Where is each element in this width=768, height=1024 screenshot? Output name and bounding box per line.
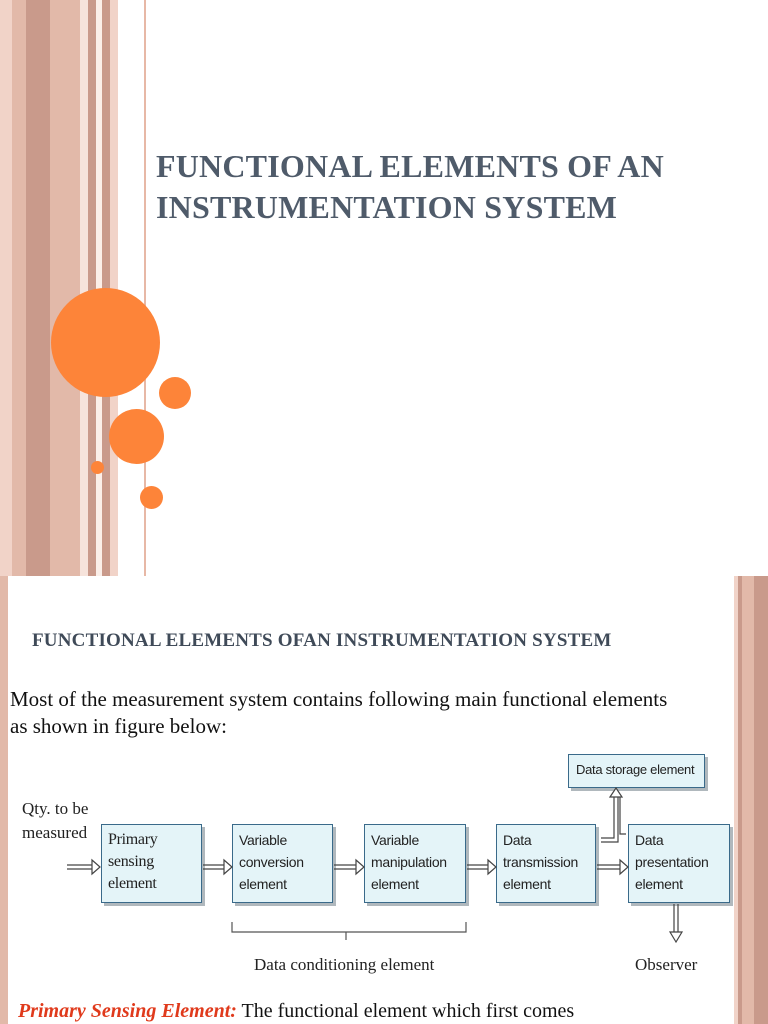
box-line: element xyxy=(635,876,683,892)
intro-line-2: as shown in figure below: xyxy=(10,714,227,738)
storage-branch xyxy=(601,786,624,843)
box-line: transmission xyxy=(503,854,578,870)
term-highlight: Primary Sensing Element: xyxy=(18,1000,237,1022)
conditioning-brace xyxy=(231,922,467,940)
data-transmission-box: Data transmission element xyxy=(496,824,596,903)
box-line: Primary xyxy=(108,831,158,848)
storage-return xyxy=(619,797,626,835)
decorative-stripe xyxy=(80,0,88,576)
decorative-stripe xyxy=(88,0,96,576)
observer-arrow xyxy=(668,904,684,944)
box-line: element xyxy=(371,876,419,892)
input-label: Qty. to be measured xyxy=(22,797,88,845)
box-line: Variable xyxy=(239,832,287,848)
box-line: conversion xyxy=(239,854,304,870)
flow-arrow xyxy=(597,858,629,876)
decorative-stripe xyxy=(0,0,12,576)
term-description: The functional element which first comes xyxy=(236,1000,575,1022)
decorative-stripe xyxy=(144,0,146,576)
box-line: element xyxy=(503,876,551,892)
intro-line-1: Most of the measurement system contains … xyxy=(10,687,668,711)
slide-title-line-2: INSTRUMENTATION SYSTEM xyxy=(156,189,618,225)
decorative-stripe xyxy=(738,576,742,1024)
decorative-stripe xyxy=(0,576,8,1024)
primary-sensing-box: Primary sensing element xyxy=(101,824,202,903)
decorative-stripe xyxy=(754,576,768,1024)
variable-manipulation-box: Variable manipulation element xyxy=(364,824,466,903)
slide-title-line-1: FUNCTIONAL ELEMENTS OF AN xyxy=(156,148,664,184)
slide-heading: FUNCTIONAL ELEMENTS OFAN INSTRUMENTATION… xyxy=(32,630,612,651)
box-line: Data xyxy=(635,832,664,848)
content-slide: FUNCTIONAL ELEMENTS OFAN INSTRUMENTATION… xyxy=(0,576,768,1024)
box-line: Data storage element xyxy=(576,762,695,777)
observer-label: Observer xyxy=(635,955,698,974)
title-slide: FUNCTIONAL ELEMENTS OF AN INSTRUMENTATIO… xyxy=(0,0,746,576)
input-arrow xyxy=(67,858,101,876)
data-presentation-box: Data presentation element xyxy=(628,824,730,903)
flow-arrow xyxy=(203,858,233,876)
input-label-line-2: measured xyxy=(22,823,88,842)
box-line: sensing xyxy=(108,853,154,870)
box-line: element xyxy=(108,875,157,892)
decorative-stripe xyxy=(12,0,26,576)
bottom-paragraph: Primary Sensing Element: The functional … xyxy=(18,1000,574,1023)
box-line: element xyxy=(239,876,287,892)
flow-arrow xyxy=(467,858,497,876)
decorative-stripe xyxy=(742,576,754,1024)
box-line: Variable xyxy=(371,832,419,848)
box-line: manipulation xyxy=(371,854,447,870)
input-label-line-1: Qty. to be xyxy=(22,799,89,818)
decorative-stripe xyxy=(734,576,738,1024)
conditioning-label: Data conditioning element xyxy=(254,955,435,974)
slide-title: FUNCTIONAL ELEMENTS OF AN INSTRUMENTATIO… xyxy=(156,146,746,228)
box-line: presentation xyxy=(635,854,709,870)
decorative-circle xyxy=(91,461,104,474)
intro-paragraph: Most of the measurement system contains … xyxy=(10,686,750,740)
variable-conversion-box: Variable conversion element xyxy=(232,824,333,903)
decorative-stripe xyxy=(26,0,50,576)
flow-arrow xyxy=(334,858,365,876)
decorative-circle xyxy=(140,486,163,509)
diagram-connectors xyxy=(67,786,684,944)
decorative-circle xyxy=(51,288,160,397)
data-storage-box: Data storage element xyxy=(568,754,705,788)
decorative-circle xyxy=(159,377,191,409)
decorative-stripe xyxy=(50,0,80,576)
decorative-circle xyxy=(109,409,164,464)
box-line: Data xyxy=(503,832,532,848)
